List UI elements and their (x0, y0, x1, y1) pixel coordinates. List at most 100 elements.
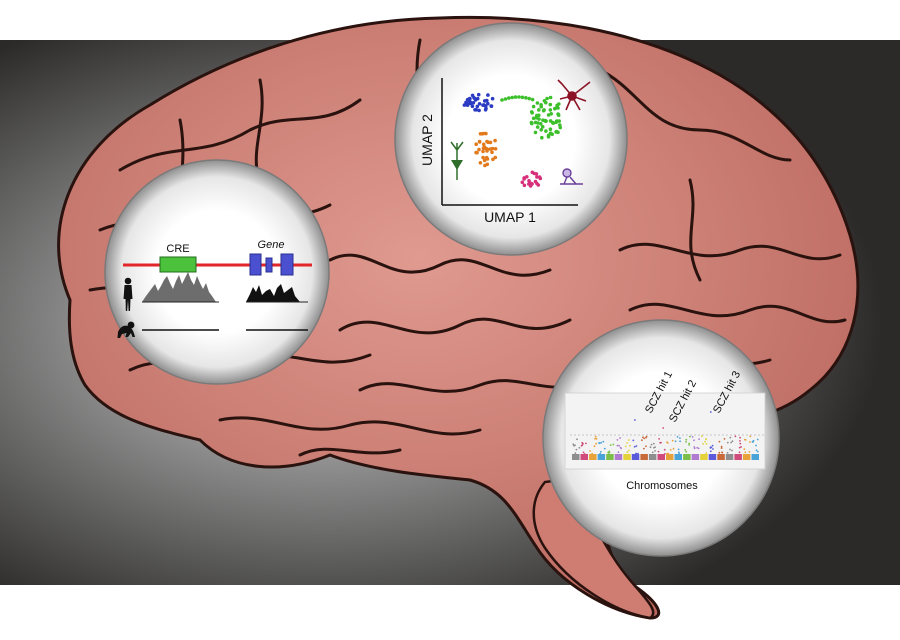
umap-point (529, 110, 534, 114)
umap-point (533, 179, 538, 184)
umap-point (470, 93, 475, 98)
umap-point (520, 180, 525, 185)
snp-point (718, 451, 721, 454)
chromosome-band (700, 454, 708, 460)
umap-point (557, 102, 561, 106)
snp-point (581, 441, 584, 444)
snp-point (740, 446, 742, 448)
snp-point (704, 440, 706, 443)
snp-point (612, 443, 615, 446)
chromosome-band (657, 454, 665, 460)
snp-point (575, 448, 578, 451)
umap-point (548, 102, 553, 107)
snp-point (645, 445, 647, 448)
snp-point (738, 446, 741, 449)
umap-point (462, 103, 467, 107)
chromosome-band (572, 454, 580, 460)
chromosome-band (631, 454, 640, 460)
microglia-icon (557, 79, 591, 111)
umap-point (558, 123, 562, 127)
snp-point (626, 451, 629, 453)
astrocyte-icon (560, 168, 583, 185)
snp-point (657, 450, 660, 453)
snp-point (738, 451, 741, 454)
snp-point (749, 435, 752, 438)
snp-point (756, 450, 759, 453)
umap-point (546, 113, 551, 117)
snp-point (603, 447, 606, 450)
umap-point (540, 135, 544, 140)
umap-point (466, 102, 470, 106)
umap-point (530, 182, 534, 186)
snp-point (624, 445, 627, 448)
snp-point (628, 449, 630, 452)
umap-point (503, 97, 508, 101)
umap-point (544, 100, 548, 105)
human-accessibility-track (142, 272, 216, 302)
snp-point (674, 440, 677, 443)
snp-point (684, 449, 687, 451)
snp-point (705, 443, 708, 445)
umap-point (471, 101, 476, 105)
snp-point (672, 447, 675, 450)
snp-point (626, 442, 628, 444)
snp-point (678, 452, 681, 455)
umap-point (476, 92, 481, 97)
snp-point (618, 444, 620, 447)
chromosome-band (614, 454, 623, 460)
snp-point (649, 446, 652, 449)
manhattan-plot (572, 411, 759, 460)
snp-point (629, 444, 631, 447)
umap-point (493, 138, 497, 143)
snp-point (594, 435, 597, 438)
snp-point (663, 448, 666, 451)
gwas-x-axis-label: Chromosomes (626, 480, 698, 492)
snp-point (658, 438, 660, 440)
gene-exons (249, 253, 294, 276)
umap-point (481, 146, 486, 150)
snp-point (594, 437, 596, 440)
umap-point (513, 95, 518, 99)
snp-point (679, 437, 681, 439)
snp-point (589, 450, 591, 452)
chromosome-band (640, 454, 648, 460)
snp-point (572, 443, 575, 446)
snp-point (688, 442, 690, 445)
umap-point (500, 98, 504, 102)
umap-point (493, 147, 498, 151)
snp-point (755, 449, 758, 452)
snp-point (660, 441, 662, 444)
umap-point (537, 108, 541, 112)
umap-point (477, 102, 482, 106)
umap-point (474, 108, 479, 112)
snp-point (578, 446, 581, 449)
umap-point (468, 96, 472, 101)
chromosome-band (717, 454, 725, 460)
snp-point (739, 442, 742, 445)
umap-point (489, 104, 494, 108)
snp-point (734, 435, 737, 438)
umap-point (477, 147, 481, 152)
umap-point (507, 96, 511, 100)
umap-point (554, 119, 559, 123)
chromosome-band (742, 454, 751, 460)
chromosome-band (589, 454, 597, 460)
umap-lens: UMAP 1 UMAP 2 (394, 22, 628, 256)
snp-point (697, 447, 700, 450)
umap-point (531, 104, 536, 109)
umap-point (488, 147, 493, 151)
umap-point (477, 108, 481, 113)
snp-point (580, 444, 583, 447)
umap-point (491, 157, 495, 162)
snp-point (743, 448, 746, 451)
gene-expression-track (246, 284, 300, 302)
snp-point (619, 437, 621, 439)
umap-point (531, 116, 536, 121)
umap-point (527, 179, 531, 183)
umap-point (475, 104, 480, 109)
pyramidal-neuron-icon (450, 141, 464, 180)
snp-point (711, 444, 714, 447)
snp-point (652, 442, 655, 445)
umap-point (510, 95, 514, 100)
